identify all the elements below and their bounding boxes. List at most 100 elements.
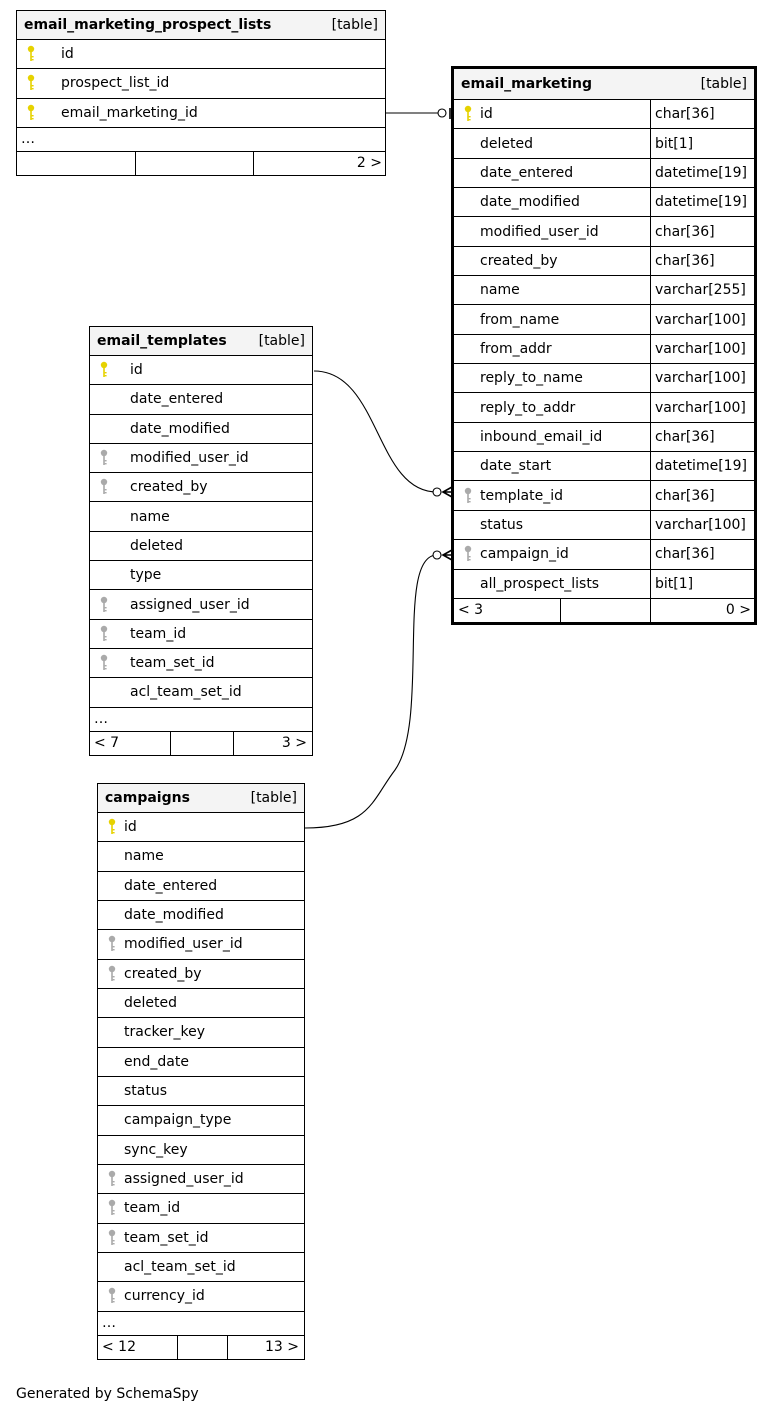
column-row[interactable]: team_set_id	[90, 649, 312, 679]
column-row[interactable]: date_entered datetime[19]	[454, 158, 754, 189]
column-row[interactable]: date_modified	[90, 415, 312, 444]
column-row[interactable]: team_set_id	[98, 1224, 304, 1253]
column-row[interactable]: id	[90, 356, 312, 386]
column-row[interactable]: acl_team_set_id	[90, 678, 312, 708]
column-row[interactable]: inbound_email_id char[36]	[454, 422, 754, 453]
column-datatype: char[36]	[650, 540, 754, 569]
column-datatype: char[36]	[650, 246, 754, 276]
column-name: end_date	[124, 1053, 189, 1070]
column-row[interactable]: assigned_user_id	[98, 1165, 304, 1195]
column-row[interactable]: assigned_user_id	[90, 590, 312, 620]
column-row[interactable]: deleted bit[1]	[454, 129, 754, 159]
children-link[interactable]: 0 >	[725, 602, 751, 619]
column-name: reply_to_addr	[480, 399, 576, 416]
link-campaigns-to-email-marketing	[304, 554, 438, 829]
relationship-nav: < 7 3 >	[90, 731, 312, 755]
column-row[interactable]: email_marketing_id	[17, 99, 385, 128]
column-row[interactable]: date_entered	[90, 385, 312, 415]
column-row[interactable]: type	[90, 561, 312, 591]
foreign-key-icon	[100, 620, 108, 648]
children-link[interactable]: 13 >	[265, 1339, 299, 1356]
nav-separator	[135, 151, 136, 175]
column-name: campaign_type	[124, 1112, 232, 1129]
column-datatype: bit[1]	[650, 129, 754, 158]
primary-key-icon	[108, 813, 116, 841]
children-link[interactable]: 2 >	[356, 155, 382, 172]
parents-link[interactable]: < 7	[94, 735, 120, 752]
column-name: acl_team_set_id	[124, 1259, 236, 1276]
foreign-key-icon	[464, 481, 472, 509]
relationship-nav: < 3 0 >	[454, 598, 754, 622]
column-row[interactable]: status	[98, 1077, 304, 1107]
column-row[interactable]: id	[17, 40, 385, 70]
column-datatype: varchar[100]	[650, 510, 754, 540]
column-row[interactable]: campaign_id char[36]	[454, 540, 754, 570]
table-name[interactable]: campaigns	[105, 790, 190, 806]
foreign-key-icon	[108, 1165, 116, 1193]
table-name[interactable]: email_marketing_prospect_lists	[24, 17, 272, 33]
nav-separator	[560, 598, 561, 622]
column-row[interactable]: prospect_list_id	[17, 69, 385, 99]
parents-link[interactable]: < 3	[458, 602, 484, 619]
column-datatype: char[36]	[650, 422, 754, 452]
column-row[interactable]: team_id	[90, 620, 312, 649]
column-name: inbound_email_id	[480, 428, 603, 445]
foreign-key-icon	[100, 649, 108, 677]
nav-separator	[253, 151, 254, 175]
column-name: from_addr	[480, 340, 552, 357]
column-row[interactable]: deleted	[98, 989, 304, 1019]
column-name: acl_team_set_id	[130, 684, 242, 701]
column-row[interactable]: modified_user_id	[98, 930, 304, 960]
column-row[interactable]: acl_team_set_id	[98, 1253, 304, 1283]
column-row[interactable]: name	[90, 502, 312, 532]
column-row[interactable]: date_modified	[98, 901, 304, 931]
column-row[interactable]: created_by	[98, 960, 304, 989]
column-row[interactable]: campaign_type	[98, 1106, 304, 1136]
more-columns-ellipsis: …	[90, 708, 312, 732]
column-row[interactable]: name	[98, 842, 304, 872]
column-datatype: char[36]	[650, 481, 754, 510]
column-row[interactable]: deleted	[90, 532, 312, 562]
column-name: campaign_id	[480, 546, 569, 563]
column-datatype: datetime[19]	[650, 158, 754, 188]
table-name[interactable]: email_templates	[97, 333, 227, 349]
column-row[interactable]: sync_key	[98, 1136, 304, 1165]
foreign-key-icon	[100, 444, 108, 472]
column-name: deleted	[480, 135, 533, 152]
column-row[interactable]: date_entered	[98, 872, 304, 901]
column-name: status	[480, 516, 524, 533]
column-row[interactable]: modified_user_id	[90, 444, 312, 474]
column-row[interactable]: currency_id	[98, 1282, 304, 1312]
column-name: date_start	[480, 458, 552, 475]
table-name[interactable]: email_marketing	[461, 76, 592, 92]
column-row[interactable]: team_id	[98, 1194, 304, 1224]
column-name: id	[480, 106, 493, 123]
parents-link[interactable]: < 12	[102, 1339, 136, 1356]
column-row[interactable]: id	[98, 813, 304, 843]
nav-separator	[650, 598, 651, 622]
column-row[interactable]: created_by	[90, 473, 312, 503]
table-header: email_marketing[table]	[454, 69, 754, 100]
column-row[interactable]: tracker_key	[98, 1018, 304, 1048]
column-name: date_entered	[480, 164, 574, 181]
children-link[interactable]: 3 >	[281, 735, 307, 752]
column-row[interactable]: end_date	[98, 1048, 304, 1077]
parents-link[interactable]	[17, 152, 135, 175]
column-row[interactable]: status varchar[100]	[454, 510, 754, 541]
